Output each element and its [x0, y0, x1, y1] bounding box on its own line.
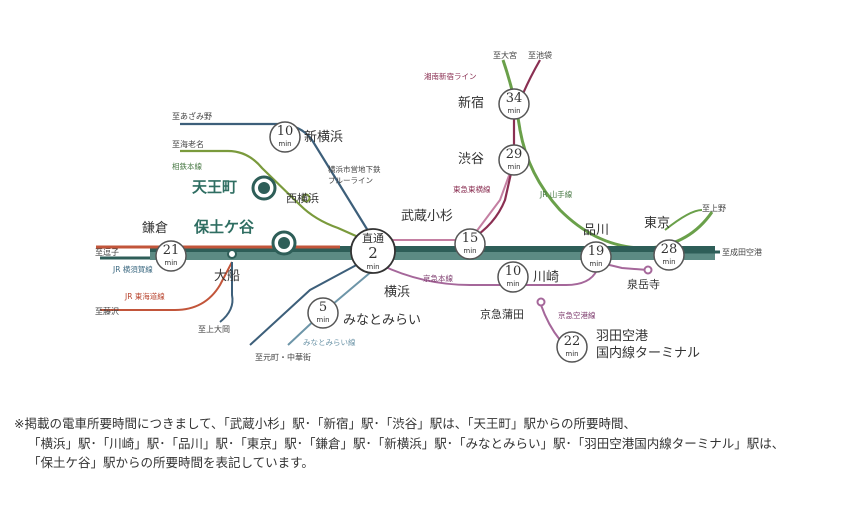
- time-circle-kawasaki: [497, 261, 529, 293]
- time-circle-tokyo: [653, 239, 685, 271]
- time-num-shibuya: 29: [505, 147, 523, 162]
- station-sengakuji: 泉岳寺: [627, 278, 660, 291]
- footnote: ※掲載の電車所要時間につきまして、「武蔵小杉」駅･「新宿」駅･「渋谷」駅は、「天…: [14, 414, 844, 473]
- time-num-tokyo: 28: [660, 242, 678, 257]
- fujisawa-track: [100, 261, 233, 311]
- line-keikyu-main: 京急本線: [423, 274, 453, 283]
- hub-circle: [350, 228, 396, 274]
- line-tokyu-toyoko: 東急東横線: [453, 185, 491, 194]
- line-keikyu-airport: 京急空港線: [558, 311, 596, 320]
- time-num-kawasaki: 10: [504, 264, 522, 279]
- time-circle-haneda: [556, 331, 588, 363]
- nishiyaesu-dot: [301, 193, 311, 203]
- station-tokyo: 東京: [644, 216, 671, 231]
- time-circle-shibuya: [498, 144, 530, 176]
- time-circle-musashikosugi: [454, 228, 486, 260]
- station-kamakura: 鎌倉: [142, 221, 169, 236]
- dest-kamiooka: 至上大岡: [198, 325, 230, 334]
- tennocho-station-core: [258, 182, 270, 194]
- time-circle-shinyokohama: [269, 121, 301, 153]
- line-jr-tokaido: JR 東海道線: [125, 292, 165, 301]
- time-num-shinjuku: 34: [505, 91, 523, 106]
- line-minatomirai: みなとみらい線: [303, 338, 356, 347]
- keikyu-main-track: [374, 261, 598, 286]
- sengakuji-dot: [643, 265, 653, 275]
- station-shibuya: 渋谷: [458, 152, 485, 167]
- time-unit-tokyo: min: [662, 258, 676, 266]
- hub-num: 2: [368, 244, 378, 262]
- station-shinagawa: 品川: [583, 223, 610, 238]
- station-haneda-1: 羽田空港: [596, 329, 649, 344]
- station-keikyu-kamata: 京急蒲田: [480, 308, 524, 321]
- line-sotetsu: 相鉄本線: [172, 162, 202, 171]
- footnote-line-3: 「保土ケ谷」駅からの所要時間を表記しています。: [28, 455, 314, 470]
- blueline-south-track: [249, 261, 363, 346]
- time-unit-shinyokohama: min: [278, 140, 292, 148]
- dest-ueno: 至上野: [702, 204, 726, 213]
- ofuna-dot: [227, 249, 237, 259]
- sotetsu-track: [180, 149, 366, 242]
- main-trunk-band-light: [150, 252, 715, 260]
- dest-ebina: 至海老名: [172, 140, 204, 149]
- time-unit-musashikosugi: min: [463, 247, 477, 255]
- time-num-haneda: 22: [563, 334, 581, 349]
- time-circle-shinagawa: [580, 241, 612, 273]
- station-ofuna: 大船: [214, 269, 241, 284]
- station-minatomirai: みなとみらい: [343, 313, 422, 328]
- station-nishiyaesu: 西横浜: [286, 192, 319, 205]
- time-circle-kamakura: [155, 240, 187, 272]
- time-num-kamakura: 21: [162, 243, 180, 258]
- time-unit-shinagawa: min: [589, 260, 603, 268]
- time-unit-minatomirai: min: [316, 316, 330, 324]
- time-circle-minatomirai: [307, 297, 339, 329]
- time-unit-kamakura: min: [164, 259, 178, 267]
- time-unit-shinjuku: min: [507, 107, 521, 115]
- time-circle-shinjuku: [498, 88, 530, 120]
- footnote-line-1: ※掲載の電車所要時間につきまして、「武蔵小杉」駅･「新宿」駅･「渋谷」駅は、「天…: [14, 416, 636, 431]
- time-num-musashikosugi: 15: [461, 231, 479, 246]
- dest-narita: 至成田空港: [722, 248, 762, 257]
- hodogaya-station-core: [278, 237, 290, 249]
- time-unit-haneda: min: [565, 350, 579, 358]
- station-shinjuku: 新宿: [458, 96, 485, 111]
- station-haneda-2: 国内線ターミナル: [596, 346, 701, 361]
- station-shinyokohama: 新横浜: [304, 130, 344, 145]
- line-municipal-subway-2: ブルーライン: [328, 176, 373, 185]
- time-unit-kawasaki: min: [506, 280, 520, 288]
- time-circles: [155, 88, 685, 363]
- station-hodogaya: 保土ケ谷: [194, 218, 255, 236]
- station-kawasaki: 川崎: [533, 270, 560, 285]
- shonan-shinjuku-track: [469, 59, 541, 241]
- dest-zushi: 至逗子: [95, 248, 119, 257]
- hub-top-label: 直通: [362, 232, 384, 245]
- ueno-track: [664, 209, 703, 231]
- dest-omiya: 至大宮: [493, 51, 517, 60]
- route-map: [96, 59, 720, 363]
- keikyu-kamata-dot: [536, 297, 546, 307]
- line-jr-yokosuka: JR 横須賀線: [113, 265, 153, 274]
- station-yokohama: 横浜: [384, 285, 411, 300]
- line-shonan-shinjuku: 湘南新宿ライン: [424, 72, 477, 81]
- dest-azamino: 至あざみ野: [172, 112, 212, 121]
- footnote-line-2: 「横浜」駅･「川崎」駅･「品川」駅･「東京」駅･「鎌倉」駅･「新横浜」駅･「みな…: [28, 435, 785, 451]
- line-jr-yamanote: JR 山手線: [540, 190, 573, 199]
- time-num-minatomirai: 5: [318, 300, 328, 315]
- dest-fujisawa: 至藤沢: [95, 307, 119, 316]
- time-unit-shibuya: min: [507, 163, 521, 171]
- yamanote-track: [501, 59, 714, 250]
- station-musashikosugi: 武蔵小杉: [401, 209, 454, 224]
- kamiooka-track: [219, 262, 234, 323]
- hub-unit: min: [366, 263, 380, 271]
- tokyu-toyoko-track: [380, 161, 515, 241]
- time-num-shinagawa: 19: [587, 244, 605, 259]
- dest-ikebukuro: 至池袋: [528, 51, 552, 60]
- dest-motomachi: 至元町・中華街: [255, 353, 311, 362]
- station-tennocho: 天王町: [192, 178, 238, 196]
- keikyu-airport-track: [540, 304, 561, 341]
- line-municipal-subway-1: 横浜市営地下鉄: [328, 165, 381, 174]
- time-num-shinyokohama: 10: [276, 124, 294, 139]
